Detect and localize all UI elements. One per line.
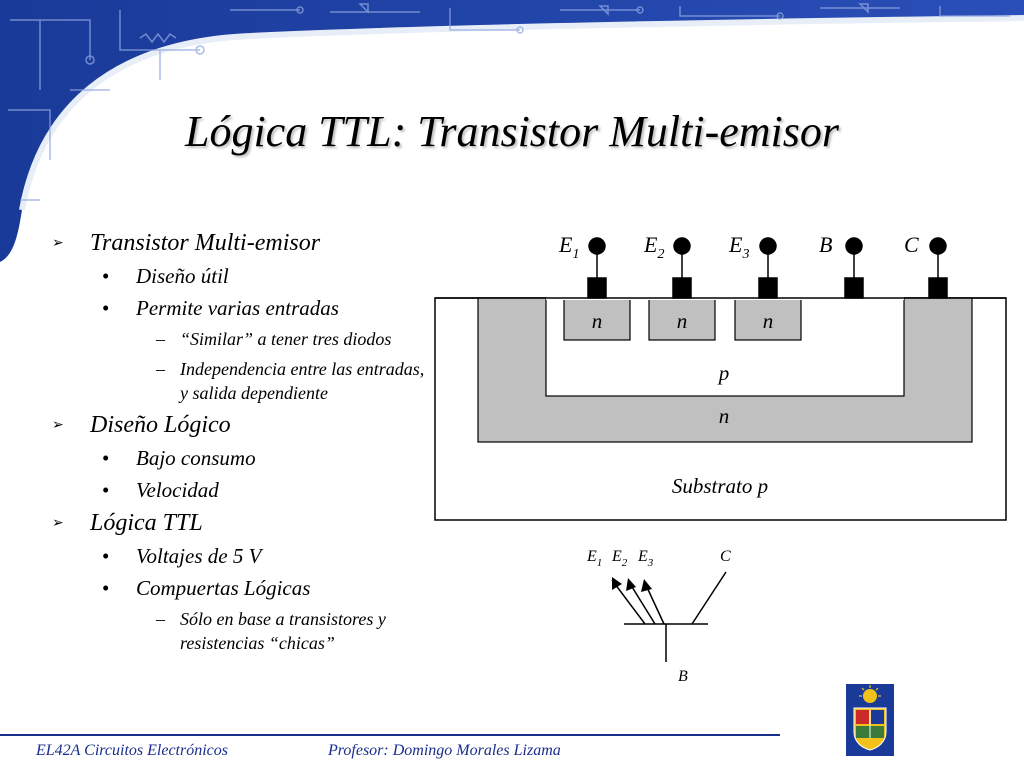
terminal-label-e3: E3 [728,232,749,262]
dash-bullet-icon: – [156,329,165,349]
base-region-label: p [717,361,730,385]
bullet-text: Independencia entre las entradas, y sali… [180,359,425,403]
arrow-bullet-icon: ➢ [52,236,64,251]
bullet-text: Voltajes de 5 V [136,544,262,568]
bullet-level2: • Voltajes de 5 V [52,543,432,569]
footer-course: EL42A Circuitos Electrónicos [36,742,228,759]
bullet-text: Velocidad [136,478,219,502]
bullet-level2: • Bajo consumo [52,445,432,471]
symbol-base-label: B [678,668,688,685]
dot-bullet-icon: • [102,296,110,320]
bullet-text: Compuertas Lógicas [136,576,311,600]
terminal-label-c: C [904,232,919,257]
symbol-collector-label: C [720,548,731,565]
emitter-region-label: n [592,309,603,333]
terminal-label-b: B [819,232,832,257]
dash-bullet-icon: – [156,359,165,379]
bullet-text: Diseño Lógico [90,412,231,438]
bullet-level3: –Sólo en base a transistores y resistenc… [52,607,432,655]
bullet-level2: • Compuertas Lógicas [52,575,432,601]
footer-professor: Profesor: Domingo Morales Lizama [328,742,561,759]
dot-bullet-icon: • [102,544,110,568]
bullet-level1: ➢ Diseño Lógico [52,411,432,439]
bullet-level3: –“Similar” a tener tres diodos [52,327,432,351]
bullet-text: Diseño útil [136,264,229,288]
bullet-text: “Similar” a tener tres diodos [180,329,392,349]
bullet-text: Sólo en base a transistores y resistenci… [180,609,386,653]
bullet-level3: –Independencia entre las entradas, y sal… [52,357,432,405]
arrow-bullet-icon: ➢ [52,418,64,433]
bullet-text: Lógica TTL [90,510,203,536]
symbol-emitter-label: E2 [611,548,628,569]
emitter-n-region [734,297,802,341]
bullet-text: Permite varias entradas [136,296,339,320]
bullet-level1: ➢ Lógica TTL [52,509,432,537]
slide-title: Lógica TTL: Transistor Multi-emisor [184,107,840,156]
bullet-level1: ➢ Transistor Multi-emisor [52,229,432,257]
emitter-n-region [648,297,716,341]
symbol-emitter-label: E1 [586,548,602,569]
terminal-label-e1: E1 [558,232,579,262]
bullet-text: Transistor Multi-emisor [90,230,321,256]
collector-region-label: n [719,404,730,428]
university-crest-logo [846,684,894,756]
emitter-region-label: n [763,309,774,333]
dot-bullet-icon: • [102,446,110,470]
transistor-symbol [611,571,727,662]
bullet-level2: • Diseño útil [52,263,432,289]
dot-bullet-icon: • [102,576,110,600]
arrow-bullet-icon: ➢ [52,516,64,531]
emitter-region-label: n [677,309,688,333]
substrate-label: Substrato p [672,474,768,498]
dot-bullet-icon: • [102,264,110,288]
bullet-level2: • Permite varias entradas [52,295,432,321]
bullet-level2: • Velocidad [52,477,432,503]
dash-bullet-icon: – [156,609,165,629]
dot-bullet-icon: • [102,478,110,502]
bullet-list: ➢ Transistor Multi-emisor • Diseño útil • P… [52,225,432,661]
symbol-emitter-label: E3 [637,548,654,569]
terminal-label-e2: E2 [643,232,664,262]
footer-divider [0,734,780,736]
bullet-text: Bajo consumo [136,446,256,470]
emitter-n-region [563,297,631,341]
